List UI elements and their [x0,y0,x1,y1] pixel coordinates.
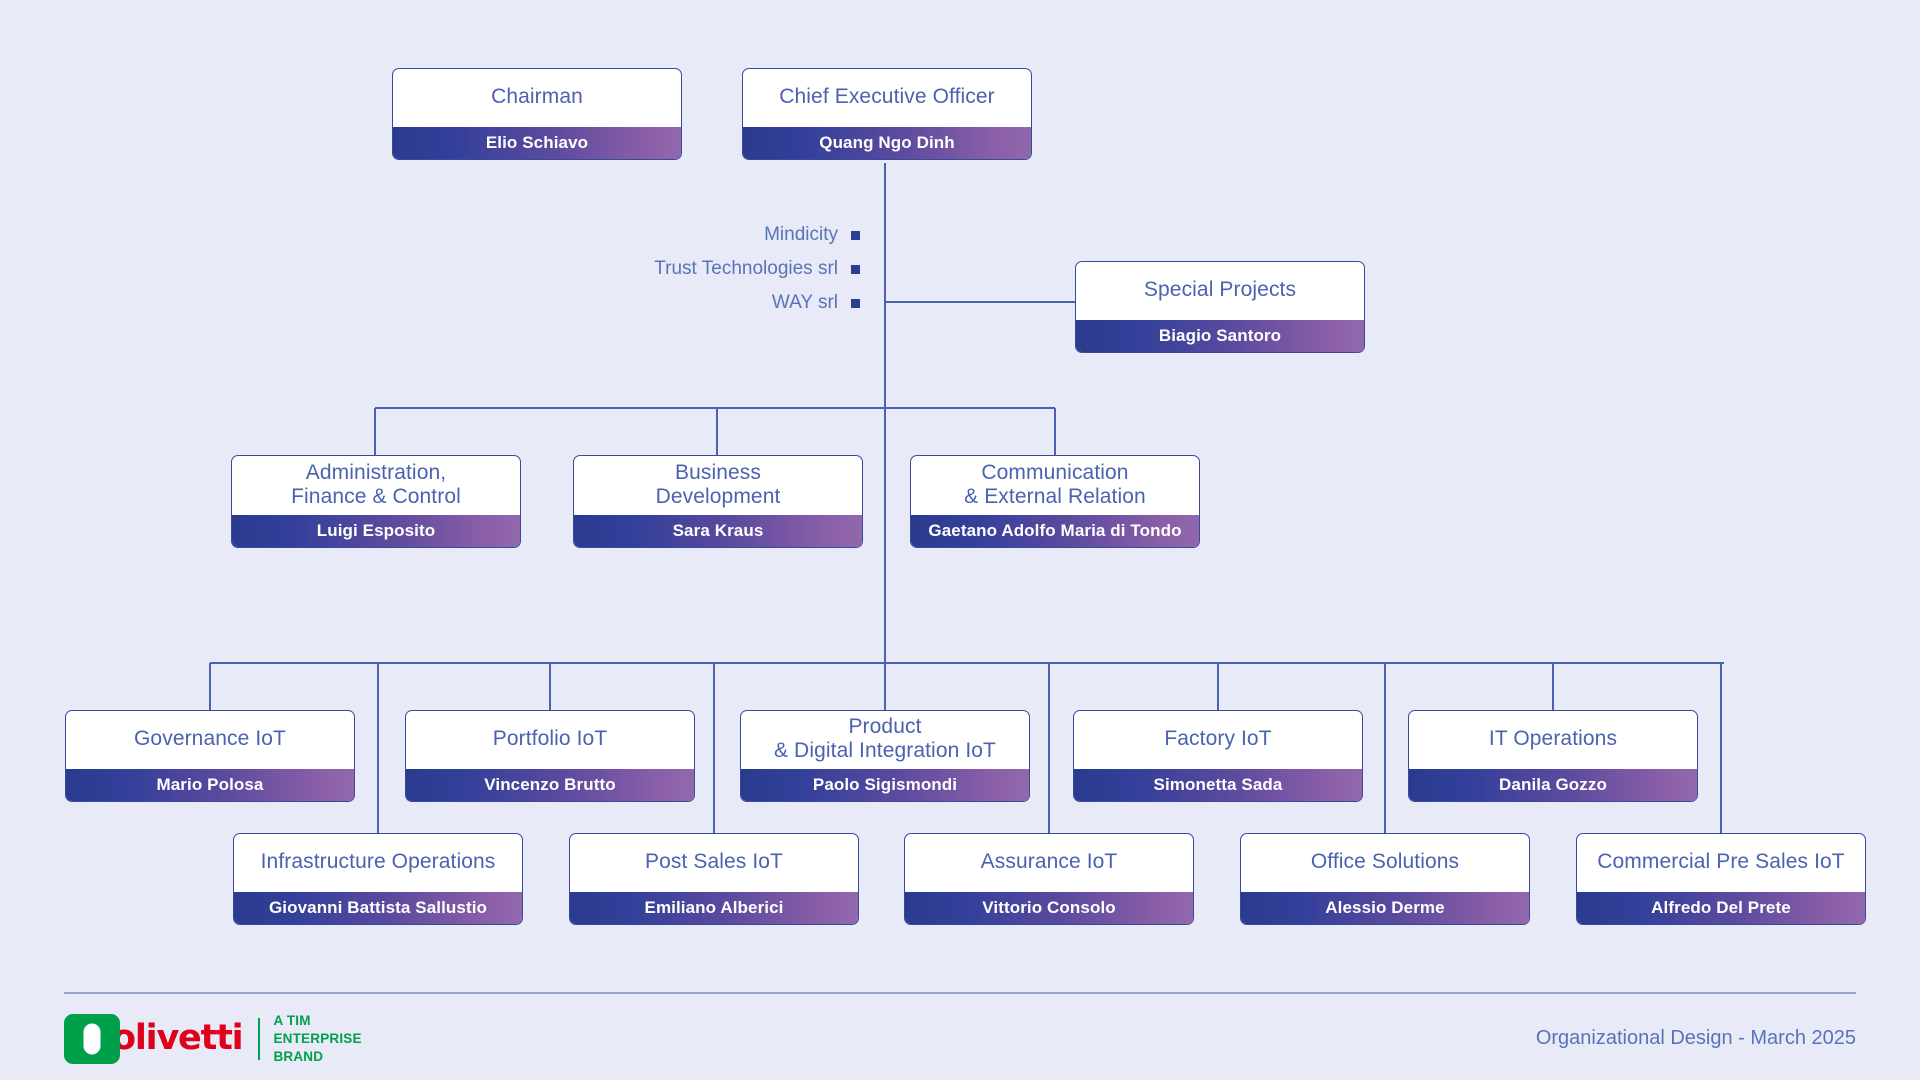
node-ceo-title: Chief Executive Officer [779,85,995,109]
subsidiary-item: Mindicity [600,218,860,252]
node-communication-external-relation[interactable]: Communication & External Relation Gaetan… [910,455,1200,548]
square-bullet-icon [851,230,860,240]
node-assurance-iot-person: Vittorio Consolo [905,892,1193,924]
node-business-development-title: Business Development [655,460,781,508]
node-post-sales-iot[interactable]: Post Sales IoT Emiliano Alberici [569,833,859,925]
node-administration-finance-control-person: Luigi Esposito [232,515,520,547]
olivetti-logo: olivetti A TIM ENTERPRISE BRAND [64,1013,362,1065]
node-post-sales-iot-title: Post Sales IoT [645,850,783,874]
node-office-solutions[interactable]: Office Solutions Alessio Derme [1240,833,1530,925]
node-ceo-person: Quang Ngo Dinh [743,127,1031,159]
node-office-solutions-person: Alessio Derme [1241,892,1529,924]
node-portfolio-iot-person: Vincenzo Brutto [406,769,694,801]
node-chairman[interactable]: Chairman Elio Schiavo [392,68,682,160]
node-communication-external-relation-person: Gaetano Adolfo Maria di Tondo [911,515,1199,547]
node-governance-iot-person: Mario Polosa [66,769,354,801]
node-infrastructure-operations-title: Infrastructure Operations [260,850,496,874]
node-infrastructure-operations-person: Giovanni Battista Sallustio [234,892,522,924]
olivetti-wordmark: olivetti [112,1017,244,1058]
square-bullet-icon [851,298,860,308]
node-business-development[interactable]: Business Development Sara Kraus [573,455,863,548]
node-assurance-iot-title: Assurance IoT [980,850,1118,874]
node-special-projects[interactable]: Special Projects Biagio Santoro [1075,261,1365,353]
node-communication-external-relation-title: Communication & External Relation [964,460,1146,508]
node-administration-finance-control[interactable]: Administration, Finance & Control Luigi … [231,455,521,548]
square-bullet-icon [851,264,860,274]
node-infrastructure-operations[interactable]: Infrastructure Operations Giovanni Batti… [233,833,523,925]
node-factory-iot-title: Factory IoT [1164,727,1272,751]
node-it-operations-title: IT Operations [1488,727,1618,751]
logo-divider [258,1018,261,1060]
node-factory-iot-person: Simonetta Sada [1074,769,1362,801]
node-business-development-person: Sara Kraus [574,515,862,547]
node-it-operations[interactable]: IT Operations Danila Gozzo [1408,710,1698,802]
node-commercial-pre-sales-iot[interactable]: Commercial Pre Sales IoT Alfredo Del Pre… [1576,833,1866,925]
subsidiary-item: WAY srl [600,286,860,320]
node-portfolio-iot[interactable]: Portfolio IoT Vincenzo Brutto [405,710,695,802]
footer-divider [64,992,1856,994]
node-product-digital-integration-iot-title: Product & Digital Integration IoT [774,715,996,762]
node-administration-finance-control-title: Administration, Finance & Control [291,460,461,508]
footer: olivetti A TIM ENTERPRISE BRAND Organiza… [0,1005,1920,1075]
node-factory-iot[interactable]: Factory IoT Simonetta Sada [1073,710,1363,802]
subsidiary-label: WAY srl [771,292,838,313]
subsidiary-item: Trust Technologies srl [600,252,860,286]
node-assurance-iot[interactable]: Assurance IoT Vittorio Consolo [904,833,1194,925]
node-commercial-pre-sales-iot-title: Commercial Pre Sales IoT [1597,850,1845,874]
node-special-projects-person: Biagio Santoro [1076,320,1364,352]
olivetti-o-mark-icon [64,1014,120,1064]
node-portfolio-iot-title: Portfolio IoT [492,727,608,751]
node-office-solutions-title: Office Solutions [1310,850,1460,874]
node-special-projects-title: Special Projects [1143,278,1297,302]
node-chairman-person: Elio Schiavo [393,127,681,159]
subsidiary-label: Mindicity [764,224,838,245]
node-chairman-title: Chairman [491,85,583,109]
node-it-operations-person: Danila Gozzo [1409,769,1697,801]
node-commercial-pre-sales-iot-person: Alfredo Del Prete [1577,892,1865,924]
node-product-digital-integration-iot-person: Paolo Sigismondi [741,769,1029,801]
node-product-digital-integration-iot[interactable]: Product & Digital Integration IoT Paolo … [740,710,1030,802]
footer-note: Organizational Design - March 2025 [1535,1027,1856,1049]
logo-tagline: A TIM ENTERPRISE BRAND [273,1013,362,1064]
node-governance-iot-title: Governance IoT [134,727,286,751]
node-post-sales-iot-person: Emiliano Alberici [570,892,858,924]
node-ceo[interactable]: Chief Executive Officer Quang Ngo Dinh [742,68,1032,160]
node-governance-iot[interactable]: Governance IoT Mario Polosa [65,710,355,802]
subsidiaries-list: Mindicity Trust Technologies srl WAY srl [600,218,860,320]
subsidiary-label: Trust Technologies srl [654,258,838,279]
